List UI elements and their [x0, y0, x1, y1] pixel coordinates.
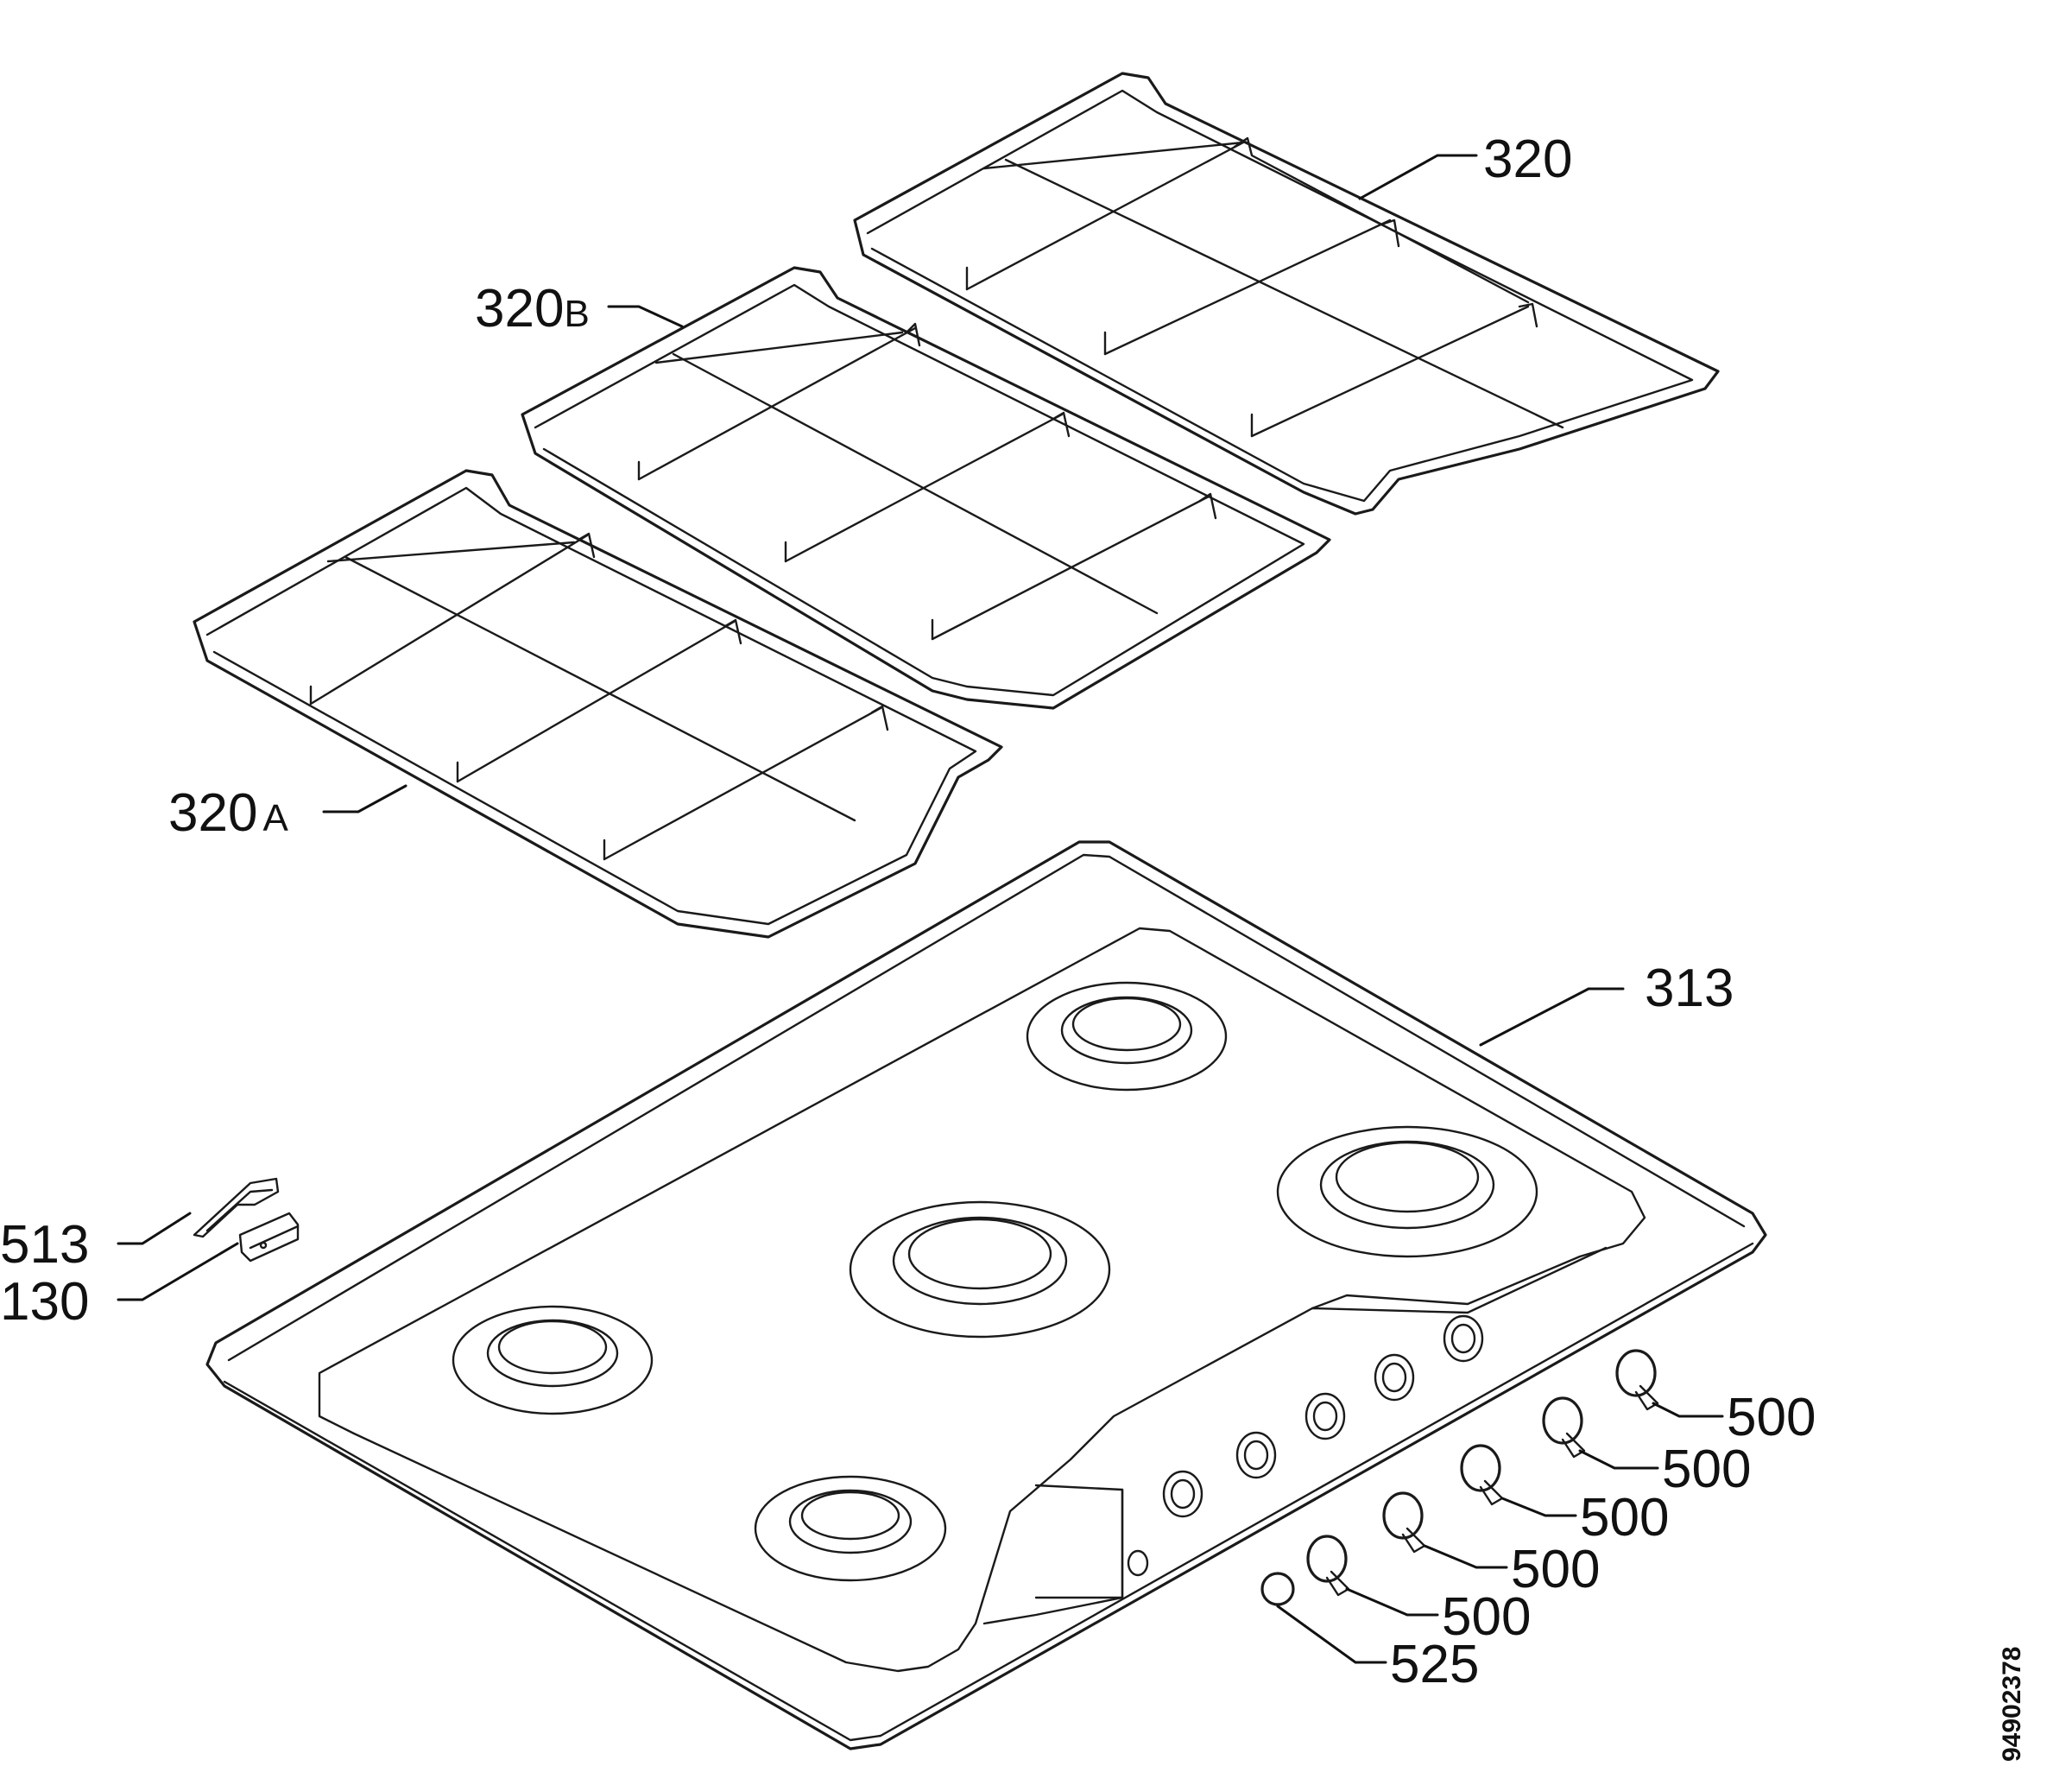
label-130: 130 [0, 1272, 89, 1332]
pan-support-320a [193, 469, 1003, 939]
label-320: 320 [1483, 130, 1572, 189]
label-500-2: 500 [1662, 1440, 1751, 1499]
label-500-3: 500 [1580, 1488, 1669, 1548]
label-500-1: 500 [1727, 1388, 1816, 1447]
ignition-button-525 [1260, 1572, 1295, 1606]
burner-right [1276, 1125, 1538, 1258]
label-320b: 320B [475, 279, 590, 339]
control-knobs [1306, 1349, 1659, 1597]
burner-front [754, 1475, 947, 1582]
knob-1 [1615, 1349, 1659, 1411]
burner-center [849, 1200, 1111, 1339]
pan-support-320b [521, 266, 1331, 710]
knob-4 [1382, 1491, 1426, 1554]
hob-313 [205, 840, 1767, 1750]
knob-5 [1306, 1535, 1350, 1597]
label-513: 513 [0, 1215, 89, 1275]
burner-left [452, 1305, 654, 1415]
label-313: 313 [1645, 959, 1734, 1018]
clip-513 [193, 1177, 280, 1238]
knob-3 [1460, 1444, 1504, 1506]
document-number: 94902378 [1998, 1647, 2026, 1762]
spacer-130 [238, 1212, 300, 1263]
burner-rear [1026, 981, 1228, 1092]
pan-support-320 [853, 72, 1720, 516]
leader-lines [117, 154, 1724, 1664]
label-500-4: 500 [1511, 1540, 1600, 1599]
label-525: 525 [1390, 1635, 1479, 1694]
knob-holes [1127, 1314, 1484, 1577]
knob-2 [1542, 1396, 1586, 1459]
label-500-5: 500 [1442, 1587, 1531, 1647]
